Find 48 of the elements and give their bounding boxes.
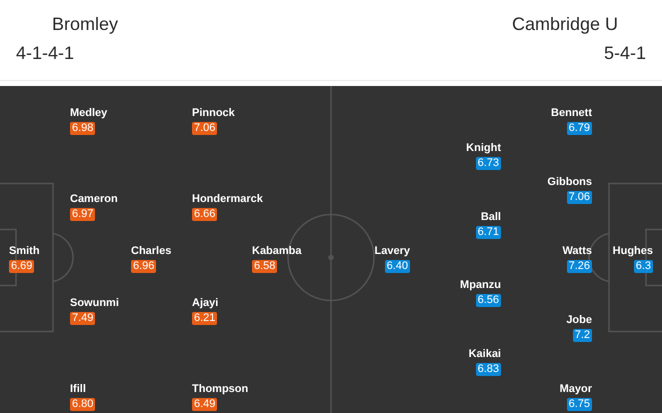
- formation: 5-4-1: [604, 42, 646, 64]
- player-rating: 6.75: [566, 398, 592, 411]
- player-name: Watts: [562, 244, 592, 258]
- player-rating: 6.3: [634, 260, 653, 273]
- player-name: Medley: [70, 106, 108, 120]
- player-name: Ajayi: [192, 296, 218, 310]
- player-name: Charles: [131, 244, 172, 258]
- player-name: Ball: [480, 210, 501, 224]
- player-rating: 6.21: [192, 312, 218, 325]
- player-rating: 6.73: [476, 157, 501, 170]
- player-name: Gibbons: [547, 175, 592, 189]
- player-rating: 6.98: [70, 122, 96, 135]
- player-name: Jobe: [566, 313, 592, 327]
- player-rating: 7.06: [566, 191, 592, 204]
- player-name: Cameron: [70, 192, 118, 206]
- team-name: Bromley: [52, 13, 118, 35]
- player-name: Mayor: [560, 382, 592, 396]
- player-rating: 6.83: [476, 363, 501, 376]
- player-rating: 6.96: [131, 260, 156, 273]
- player-name: Sowunmi: [70, 296, 119, 310]
- player-name: Kaikai: [468, 347, 501, 361]
- player-rating: 6.56: [476, 294, 501, 307]
- player-name: Thompson: [192, 382, 248, 396]
- player-rating: 6.58: [252, 260, 278, 273]
- player-rating: 7.06: [192, 122, 218, 135]
- player-rating: 7.2: [572, 329, 592, 342]
- player-rating: 6.80: [70, 398, 96, 411]
- player-rating: 6.66: [192, 208, 218, 221]
- player-rating: 7.49: [70, 312, 96, 325]
- player-name: Hondermarck: [192, 192, 263, 206]
- formation: 4-1-4-1: [16, 42, 74, 64]
- player-name: Hughes: [612, 244, 653, 258]
- player-name: Ifill: [70, 382, 86, 396]
- player-rating: 6.97: [70, 208, 96, 221]
- player-name: Kabamba: [252, 244, 302, 258]
- player-name: Knight: [466, 141, 501, 155]
- player-name: Bennett: [551, 106, 592, 120]
- player-name: Mpanzu: [460, 278, 501, 292]
- player-rating: 6.40: [384, 260, 410, 273]
- player-name: Lavery: [374, 244, 410, 258]
- team-name: Cambridge U: [512, 13, 618, 35]
- player-name: Pinnock: [192, 106, 235, 120]
- player-rating: 6.71: [476, 226, 501, 239]
- player-rating: 6.49: [192, 398, 218, 411]
- player-rating: 7.26: [566, 260, 592, 273]
- player-rating: 6.69: [9, 260, 34, 273]
- player-rating: 6.79: [566, 122, 592, 135]
- player-name: Smith: [9, 244, 40, 258]
